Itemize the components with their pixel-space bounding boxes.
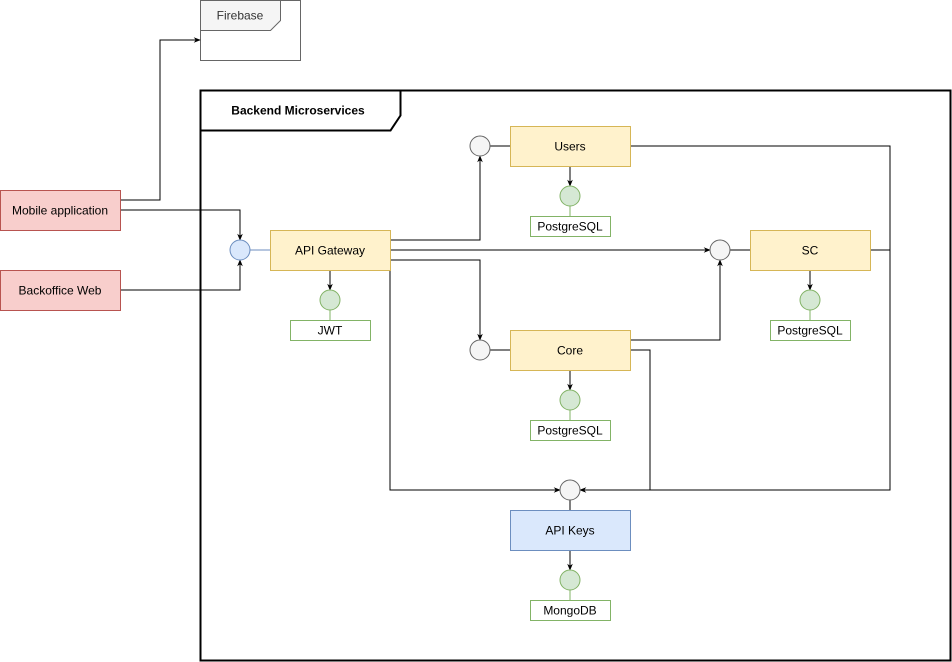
edge-users-to-apikeys[interactable] — [579, 145, 891, 493]
core-interface-icon[interactable] — [469, 339, 491, 361]
interface-connectors — [250, 145, 811, 600]
apikeys-interface-icon[interactable] — [559, 479, 581, 501]
firebase-label: Firebase — [217, 9, 264, 23]
backend-microservices-frame[interactable]: Backend Microservices — [199, 89, 952, 662]
client-backoffice-web[interactable]: Backoffice Web — [0, 270, 121, 311]
users-interface-icon[interactable] — [469, 135, 491, 157]
core-db-interface-icon[interactable] — [559, 389, 581, 411]
users-label: Users — [554, 140, 585, 154]
service-users[interactable]: Users — [510, 126, 631, 167]
datastore-apikeys-mongodb[interactable]: MongoDB — [530, 600, 611, 621]
mobile-application-label: Mobile application — [12, 204, 108, 218]
interfaces — [229, 135, 821, 591]
client-mobile-application[interactable]: Mobile application — [0, 190, 121, 231]
edge-gateway-to-users[interactable] — [390, 155, 483, 241]
service-api-gateway[interactable]: API Gateway — [270, 230, 391, 271]
users-db-label: PostgreSQL — [537, 220, 603, 234]
service-api-keys[interactable]: API Keys — [510, 510, 631, 551]
edge-mobile-to-gateway[interactable] — [120, 209, 243, 241]
api-gateway-label: API Gateway — [295, 244, 365, 258]
datastore-core-postgresql[interactable]: PostgreSQL — [530, 420, 611, 441]
sc-label: SC — [802, 244, 819, 258]
jwt-interface-icon[interactable] — [319, 289, 341, 311]
backend-microservices-label: Backend Microservices — [231, 104, 365, 118]
edges — [120, 37, 891, 571]
datastore-jwt[interactable]: JWT — [290, 320, 371, 341]
edge-core-to-apikeys[interactable] — [630, 349, 651, 490]
api-keys-label: API Keys — [545, 524, 594, 538]
edge-mobile-to-firebase[interactable] — [120, 37, 201, 201]
edge-gateway-to-core[interactable] — [390, 259, 483, 341]
edge-backoffice-to-gateway[interactable] — [120, 259, 243, 291]
backoffice-web-label: Backoffice Web — [19, 284, 102, 298]
datastore-users-postgresql[interactable]: PostgreSQL — [530, 216, 611, 237]
edge-gateway-to-apikeys[interactable] — [389, 268, 561, 493]
jwt-label: JWT — [318, 324, 343, 338]
core-db-label: PostgreSQL — [537, 424, 603, 438]
sc-db-interface-icon[interactable] — [799, 289, 821, 311]
service-core[interactable]: Core — [510, 330, 631, 371]
datastore-sc-postgresql[interactable]: PostgreSQL — [770, 320, 851, 341]
service-sc[interactable]: SC — [750, 230, 871, 271]
apikeys-db-interface-icon[interactable] — [559, 569, 581, 591]
firebase-frame[interactable]: Firebase — [200, 0, 301, 61]
gateway-interface-icon[interactable] — [229, 239, 251, 261]
sc-db-label: PostgreSQL — [777, 324, 843, 338]
sc-interface-icon[interactable] — [709, 239, 731, 261]
users-db-interface-icon[interactable] — [559, 185, 581, 207]
core-label: Core — [557, 344, 583, 358]
apikeys-db-label: MongoDB — [543, 604, 596, 618]
edge-core-to-sc[interactable] — [630, 259, 723, 341]
